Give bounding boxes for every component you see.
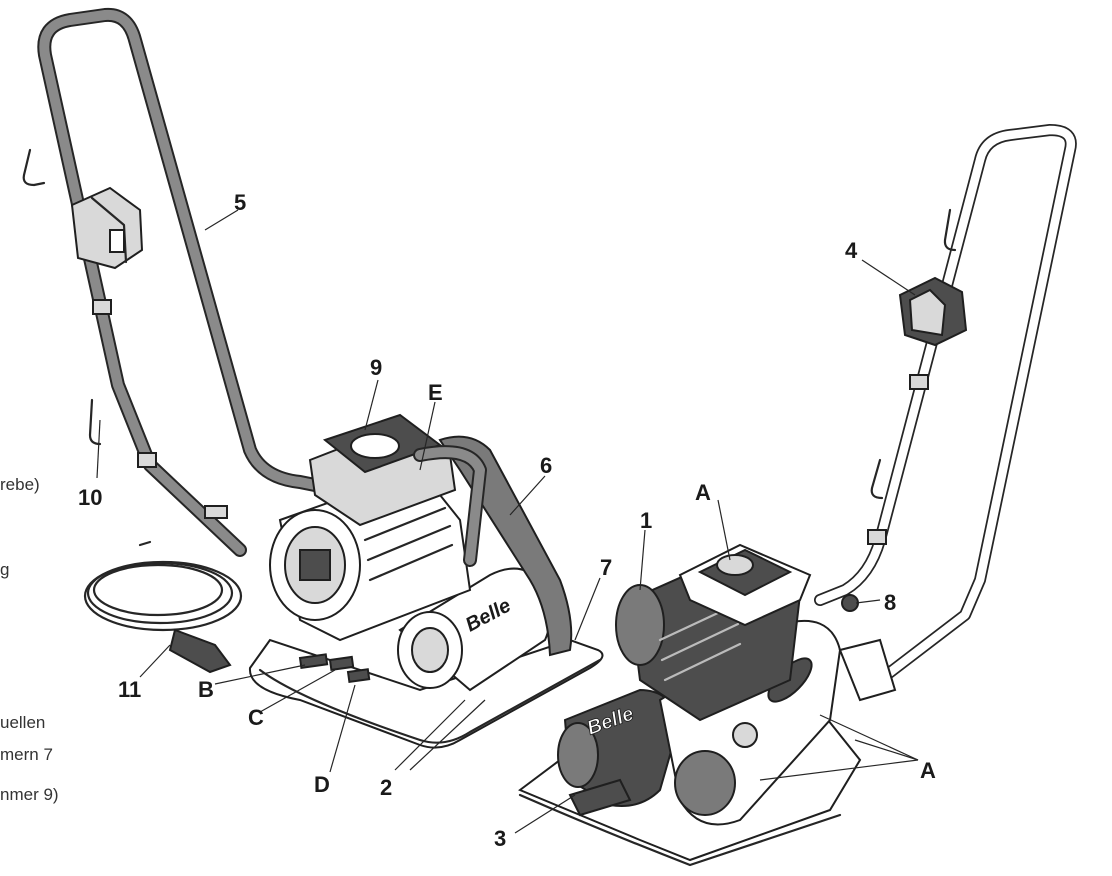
edge-fragment-4: mern 7 <box>0 745 53 764</box>
edge-fragment-5: nmer 9) <box>0 785 59 804</box>
vibrator-housing-left: Belle <box>397 567 553 692</box>
callout-3: 3 <box>494 826 506 851</box>
callout-a-bottom: A <box>920 758 936 783</box>
callout-9: 9 <box>370 355 382 380</box>
plate-c <box>328 655 355 672</box>
switch-box-right <box>898 276 968 347</box>
vibrator-housing-right: Belle <box>557 688 682 807</box>
callout-d: D <box>314 772 330 797</box>
left-machine: Belle <box>22 7 604 749</box>
switch-box-left <box>70 186 144 270</box>
callout-6: 6 <box>540 453 552 478</box>
edge-fragment-1: rebe) <box>0 475 40 494</box>
edge-text-fragments: rebe) g uellen mern 7 nmer 9) <box>0 475 59 804</box>
right-handle <box>814 124 1077 686</box>
plate-d <box>346 668 371 684</box>
callout-11: 11 <box>118 677 141 702</box>
callout-2: 2 <box>380 775 392 800</box>
callout-5: 5 <box>234 190 246 215</box>
callout-b: B <box>198 677 214 702</box>
plate-b <box>298 653 329 670</box>
callout-10: 10 <box>78 485 102 510</box>
callout-a-top: A <box>695 480 711 505</box>
lifting-handle-right <box>678 543 812 627</box>
callout-7: 7 <box>600 555 612 580</box>
left-handle <box>22 7 337 557</box>
callout-8: 8 <box>884 590 896 615</box>
edge-fragment-3: uellen <box>0 713 45 732</box>
edge-fragment-2: g <box>0 560 9 579</box>
callout-labels: 1 2 3 4 5 6 7 8 9 10 11 A A B C D E <box>78 190 936 851</box>
callout-1: 1 <box>640 508 652 533</box>
callout-4: 4 <box>845 238 858 263</box>
motor-left <box>269 468 472 642</box>
power-cable <box>83 540 243 674</box>
lifting-handle-left <box>322 413 443 474</box>
callout-c: C <box>248 705 264 730</box>
right-machine: Belle <box>518 124 1077 867</box>
callout-e: E <box>428 380 443 405</box>
leader-lines <box>96 209 919 834</box>
